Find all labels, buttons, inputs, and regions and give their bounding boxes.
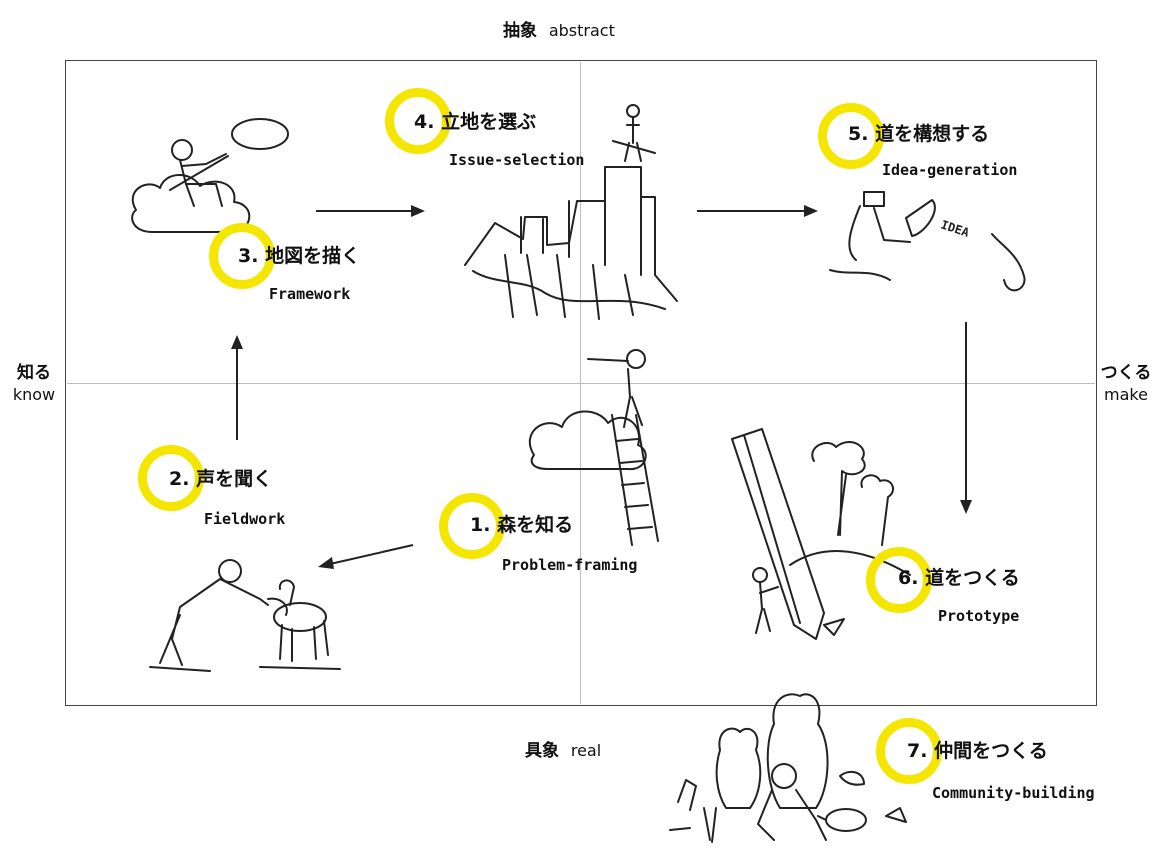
arrow-5-to-6: [960, 322, 972, 514]
step-4-number: 4.: [414, 111, 435, 133]
step-5-en: Idea-generation: [882, 161, 1018, 179]
step-4-ja: 立地を選ぶ: [441, 111, 537, 133]
step-7-en: Community-building: [932, 784, 1095, 802]
arrow-3-to-4: [316, 205, 425, 217]
axis-right-ja: つくる: [1100, 363, 1152, 383]
step-6-ja: 道をつくる: [925, 567, 1020, 589]
step-7-number: 7.: [907, 740, 928, 762]
axis-bottom-en: real: [570, 741, 602, 760]
step-1-title: 1. 森を知る: [470, 513, 573, 537]
step-7-title: 7. 仲間をつくる: [907, 739, 1048, 763]
arrow-4-to-5: [697, 205, 818, 217]
quadrant-frame: [65, 60, 1097, 706]
step-4-en: Issue-selection: [449, 151, 585, 169]
step-3-ring: [209, 223, 275, 289]
step-5-ja: 道を構想する: [875, 123, 990, 145]
person-with-telescope-on-ladder-illustration: [528, 349, 659, 546]
step-1-ja: 森を知る: [497, 514, 574, 536]
step-2-ring: [138, 445, 204, 511]
step-1-number: 1.: [470, 514, 491, 536]
step-3-title: 3. 地図を描く: [238, 244, 360, 268]
step-2-number: 2.: [169, 468, 190, 490]
step-6-ring: [866, 547, 932, 613]
person-greeting-sheep-illustration: [149, 559, 341, 672]
step-1-en: Problem-framing: [502, 556, 638, 574]
axis-bottom-label: 具象 real: [525, 740, 601, 762]
axis-left-label: 知る know: [6, 362, 62, 406]
axis-top-ja: 抽象: [503, 21, 537, 41]
person-on-cloud-drawing-illustration: [131, 118, 289, 233]
step-3-number: 3.: [238, 245, 259, 267]
step-6-number: 6.: [898, 567, 919, 589]
axis-top-en: abstract: [548, 21, 615, 40]
step-7-ja: 仲間をつくる: [934, 740, 1048, 762]
step-5-ring: [818, 103, 884, 169]
axis-right-label: つくる make: [1098, 362, 1154, 406]
arrow-1-to-2: [318, 544, 414, 569]
idea-text: IDEA: [939, 218, 972, 240]
axis-bottom-ja: 具象: [525, 741, 559, 761]
horizontal-divider: [67, 383, 1095, 384]
axis-top-label: 抽象 abstract: [503, 20, 615, 42]
arrow-2-to-3: [231, 335, 243, 440]
step-3-ja: 地図を描く: [265, 245, 361, 267]
step-6-title: 6. 道をつくる: [898, 566, 1020, 590]
step-2-ja: 声を聞く: [196, 468, 273, 490]
step-5-title: 5. 道を構想する: [848, 122, 989, 146]
axis-left-en: know: [12, 385, 56, 404]
idea-catcher-illustration: IDEA: [829, 191, 1026, 292]
step-2-en: Fieldwork: [204, 510, 286, 528]
step-4-title: 4. 立地を選ぶ: [414, 110, 536, 134]
step-5-number: 5.: [848, 123, 869, 145]
step-3-en: Framework: [269, 285, 351, 303]
axis-right-en: make: [1104, 385, 1148, 404]
axis-left-ja: 知る: [17, 363, 51, 383]
step-7-ring: [876, 718, 942, 784]
animals-group-illustration: [669, 693, 907, 843]
step-1-ring: [439, 493, 505, 559]
giant-pencil-and-trees-illustration: [731, 428, 911, 640]
step-6-en: Prototype: [938, 607, 1020, 625]
cliff-with-lookout-illustration: [464, 104, 678, 320]
step-2-title: 2. 声を聞く: [169, 467, 272, 491]
step-4-ring: [385, 88, 451, 154]
